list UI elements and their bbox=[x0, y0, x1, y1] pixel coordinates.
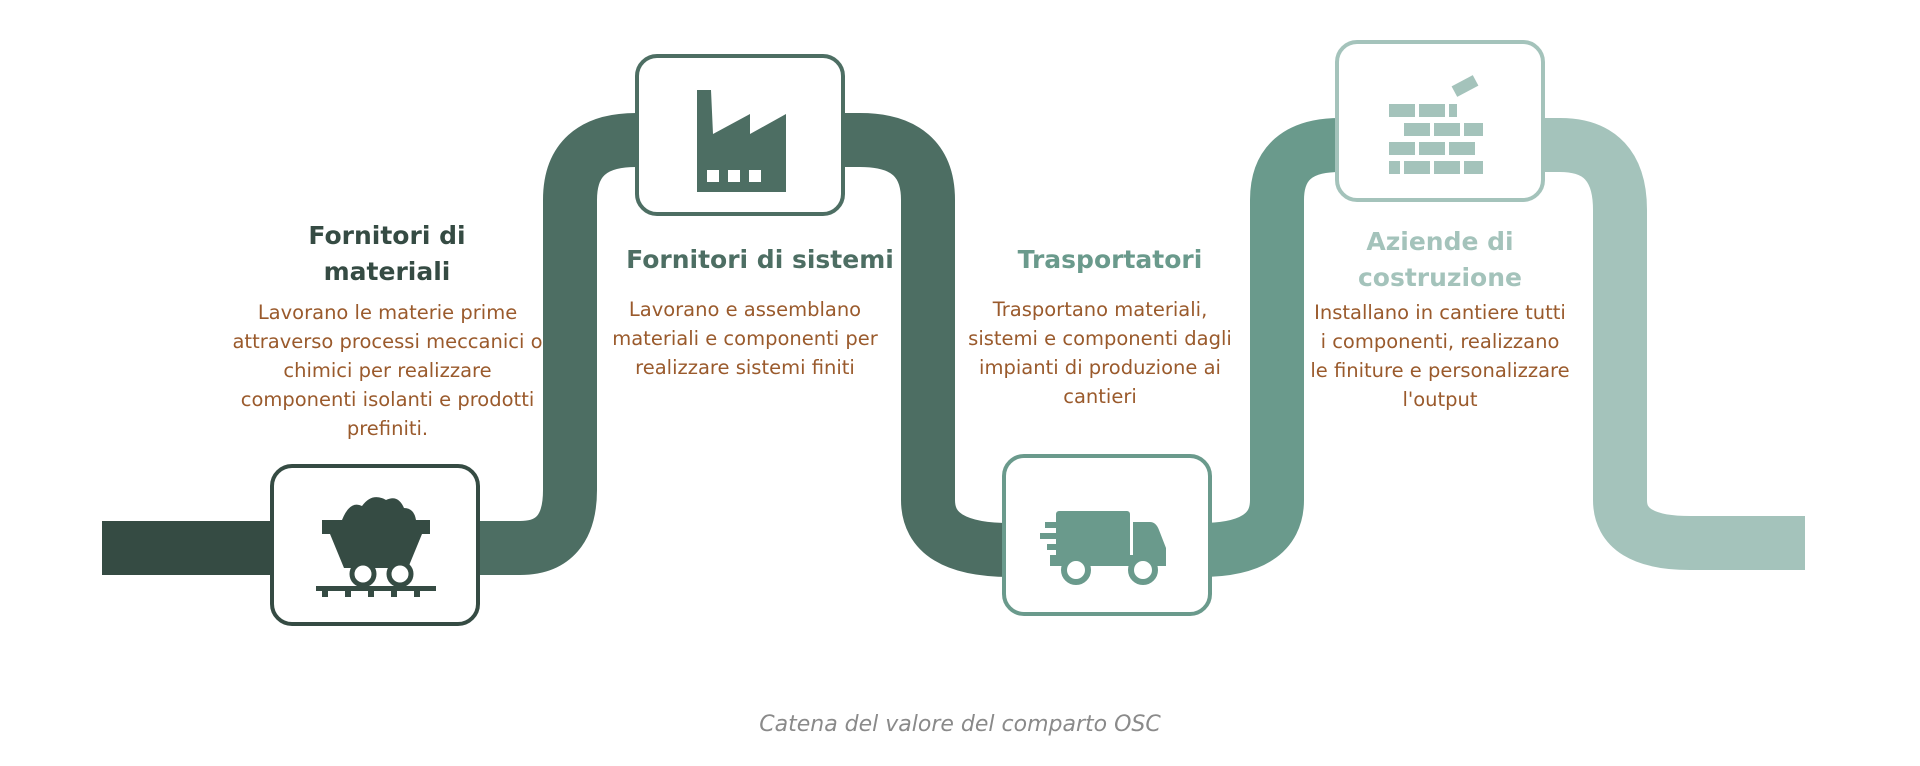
path-segment-4 bbox=[1540, 118, 1805, 570]
stage-2-description: Lavorano e assemblano materiali e compon… bbox=[612, 298, 878, 379]
stage-4-title: Aziende di costruzione bbox=[1357, 227, 1522, 292]
stage-1-description: Lavorano le materie prime attraverso pro… bbox=[232, 301, 543, 440]
stage-3-title: Trasportatori bbox=[1017, 245, 1203, 274]
path-segment-3 bbox=[1199, 118, 1342, 577]
stage-3-description: Trasportano materiali, sistemi e compone… bbox=[968, 298, 1232, 408]
brick-wall-icon bbox=[1389, 75, 1483, 174]
figure-caption: Catena del valore del comparto OSC bbox=[759, 712, 1161, 737]
stage-1-title: Fornitori di materiali bbox=[308, 221, 466, 286]
path-lead-in bbox=[102, 521, 302, 575]
stage-4-box bbox=[1335, 40, 1545, 202]
stage-2-title: Fornitori di sistemi bbox=[626, 245, 894, 274]
path-segment-1 bbox=[475, 113, 638, 575]
stage-4-description: Installano in cantiere tutti i component… bbox=[1310, 301, 1570, 411]
stage-2-box bbox=[635, 54, 845, 216]
mine-cart-icon bbox=[316, 497, 436, 597]
path-segment-2 bbox=[830, 113, 1011, 577]
stage-3-box bbox=[1002, 454, 1212, 616]
flow-path bbox=[102, 113, 1805, 577]
factory-icon bbox=[697, 90, 786, 192]
stage-1-box bbox=[270, 464, 480, 626]
truck-icon bbox=[1040, 511, 1166, 585]
